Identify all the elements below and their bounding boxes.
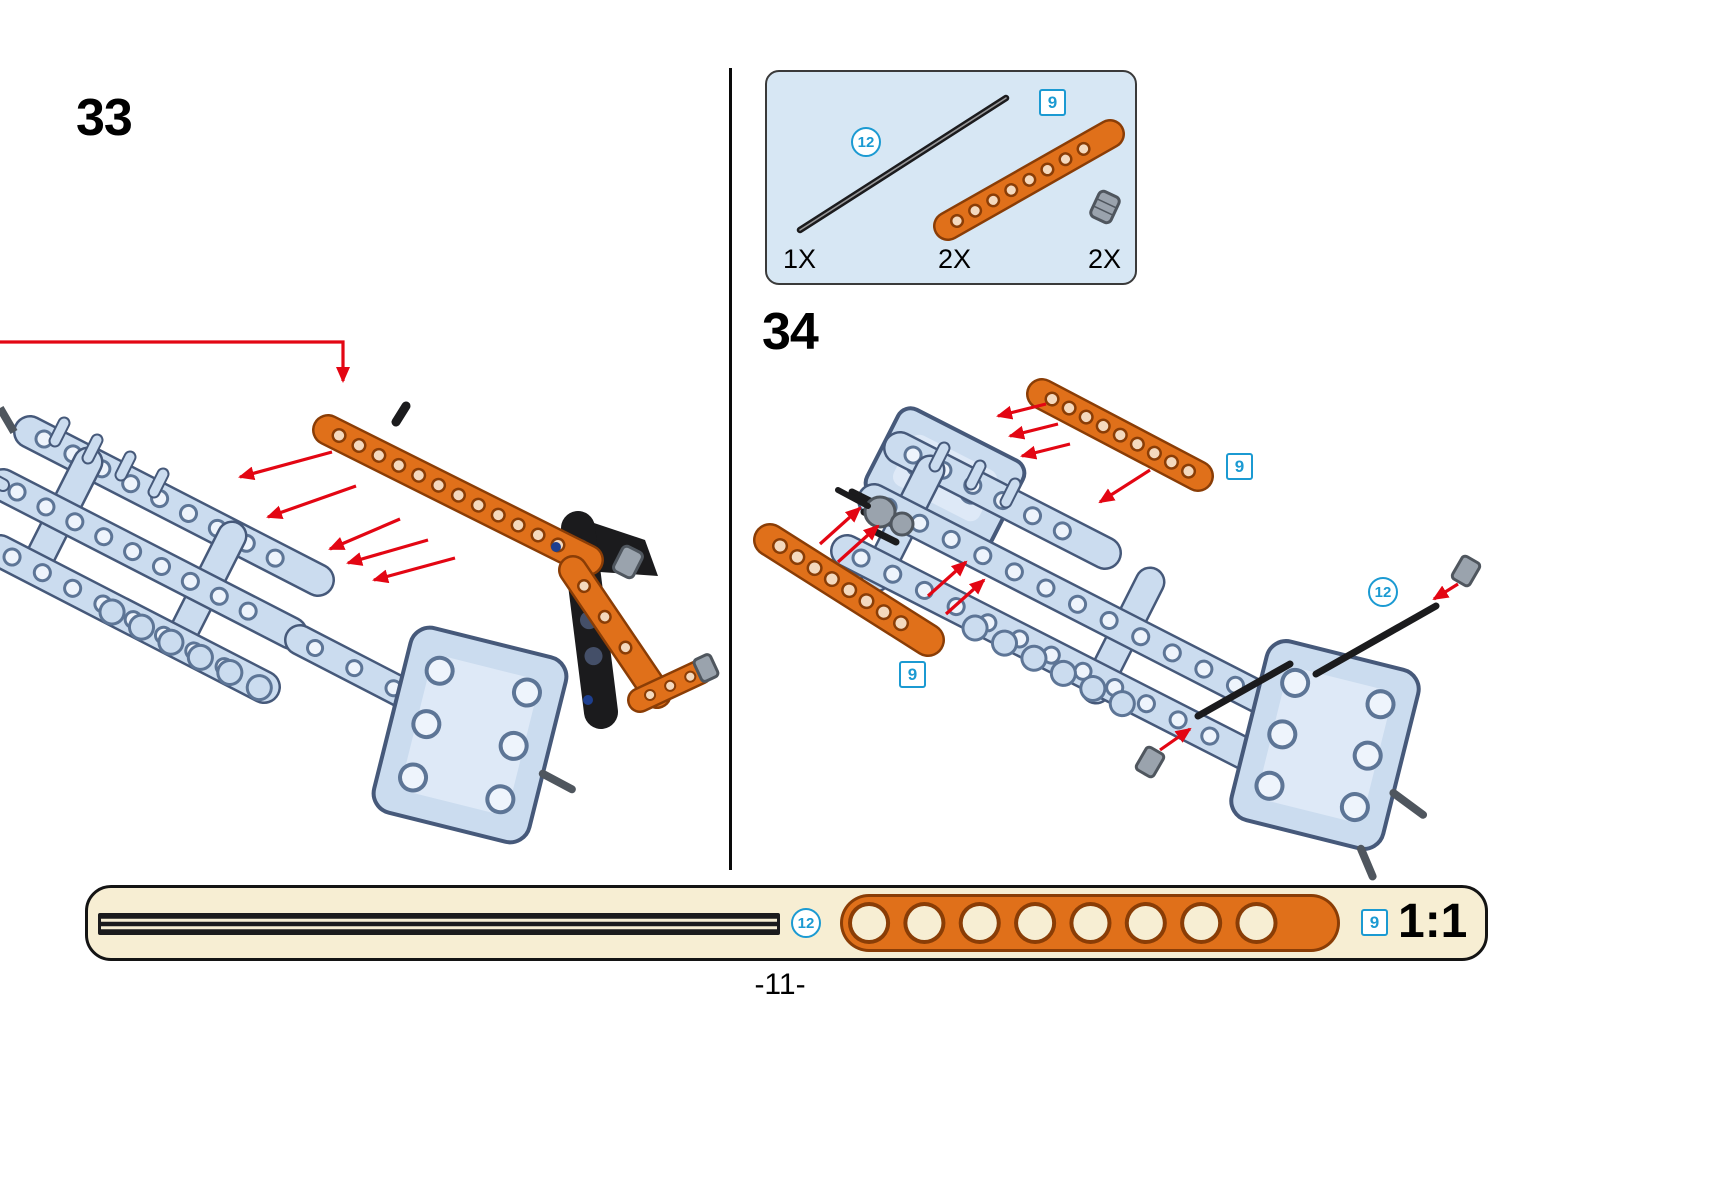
callout-scale-axle-12: 12	[791, 908, 821, 938]
step33-placement-arrows	[238, 450, 456, 584]
step33-axle-connector	[612, 544, 644, 580]
parts-box-panel	[765, 70, 1137, 285]
step34-axle-top-right	[1312, 554, 1482, 678]
step34-gearbox	[1229, 639, 1428, 881]
parts-box-connector	[1089, 189, 1121, 225]
parts-box-content	[796, 94, 1125, 241]
section-divider	[729, 68, 732, 870]
step34-beam-orange-left	[753, 523, 945, 657]
callout-scale-beam-9: 9	[1361, 909, 1388, 936]
step33-chassis-assembly	[0, 405, 658, 845]
parts-box-beam-9	[933, 119, 1125, 241]
scale-ratio-label: 1:1	[1398, 895, 1468, 948]
step-number-34: 34	[762, 303, 819, 361]
callout-parts-axle-12: 12	[851, 127, 881, 157]
callout-step34-axle-12: 12	[1368, 577, 1398, 607]
callout-step34-beam-top-9: 9	[1226, 453, 1253, 480]
step33-beam-orange-lower	[558, 555, 720, 713]
parts-box-axle-12	[796, 94, 1010, 234]
step34-illustration	[753, 378, 1482, 881]
callout-step34-beam-left-9: 9	[899, 661, 926, 688]
step34-chassis-assembly	[830, 406, 1428, 881]
step-number-33: 33	[76, 89, 133, 147]
parts-count-connector: 2X	[1088, 244, 1122, 274]
callout-parts-beam-9: 9	[1039, 89, 1066, 116]
page-number: -11-	[754, 968, 806, 1001]
parts-count-axle: 1X	[783, 244, 817, 274]
step34-axle-bottom	[1134, 660, 1294, 779]
scale-axle-12	[98, 913, 780, 935]
step33-beam-orange	[312, 401, 604, 576]
parts-count-beam: 2X	[938, 244, 972, 274]
step34-placement-arrows	[818, 402, 1151, 616]
step33-illustration	[0, 340, 720, 845]
step33-gearbox	[371, 625, 576, 845]
step34-beam-orange-top	[1026, 378, 1214, 492]
step33-leader-arrow	[0, 340, 350, 383]
